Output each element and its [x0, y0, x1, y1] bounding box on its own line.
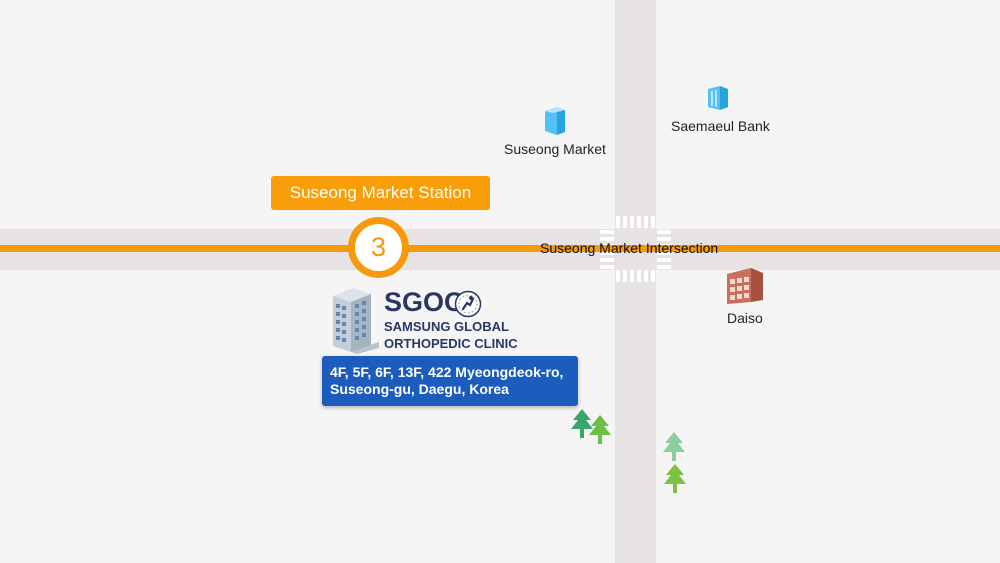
clinic-emblem-icon	[454, 290, 482, 318]
tree-icon	[664, 464, 686, 493]
clinic-name[interactable]: SAMSUNG GLOBAL ORTHOPEDIC CLINIC	[384, 318, 518, 352]
crosswalk-north	[616, 216, 655, 228]
clinic-building-icon[interactable]	[331, 286, 381, 354]
tree-icon	[571, 409, 593, 438]
clinic-name-line1: SAMSUNG GLOBAL	[384, 319, 509, 334]
bank-building-icon[interactable]	[705, 84, 731, 112]
clinic-name-line2: ORTHOPEDIC CLINIC	[384, 336, 518, 351]
building-icon[interactable]	[542, 103, 568, 137]
station-label[interactable]: Suseong Market Station	[271, 176, 490, 210]
tree-icon	[663, 432, 685, 461]
address-line2: Suseong-gu, Daegu, Korea	[330, 381, 509, 397]
address-box[interactable]: 4F, 5F, 6F, 13F, 422 Myeongdeok-ro, Suse…	[322, 356, 578, 406]
clinic-logo[interactable]: SGOC	[384, 287, 464, 317]
line-number: 3	[355, 224, 402, 271]
tree-icon	[589, 415, 611, 444]
poi-label-saemaeul-bank[interactable]: Saemaeul Bank	[671, 118, 770, 134]
crosswalk-south	[616, 270, 655, 282]
subway-line-3	[0, 245, 1000, 252]
intersection-label: Suseong Market Intersection	[540, 240, 719, 256]
poi-label-suseong-market[interactable]: Suseong Market	[504, 141, 606, 157]
address-line1: 4F, 5F, 6F, 13F, 422 Myeongdeok-ro,	[330, 364, 564, 380]
store-building-icon[interactable]	[725, 264, 765, 306]
poi-label-daiso[interactable]: Daiso	[727, 310, 763, 326]
station-marker[interactable]: 3	[348, 217, 409, 278]
